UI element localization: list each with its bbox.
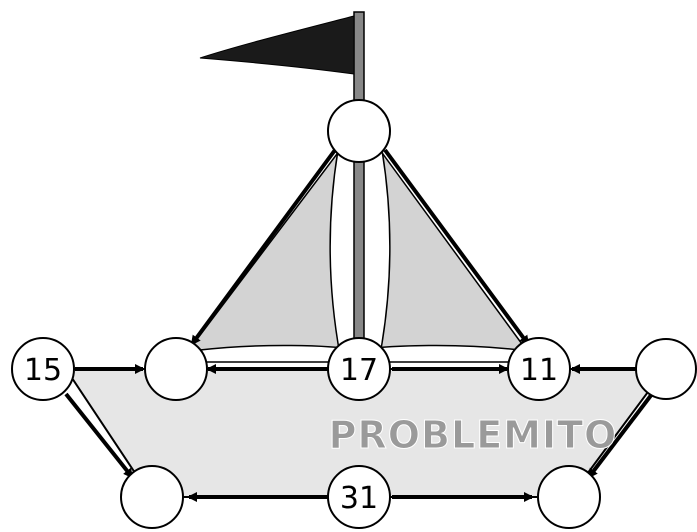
node-mid-center: 17 [327,337,391,401]
node-top [327,99,391,163]
arrow-top-to-mid-left [190,148,337,346]
node-far-right [635,338,697,400]
node-mid-center-label: 17 [340,353,378,388]
arrow-far-right-to-bottom-right [587,392,654,479]
node-bottom-left [120,465,184,529]
node-bottom-center-label: 31 [340,481,378,516]
right-sail [379,147,532,356]
node-mid-left [144,337,208,401]
watermark-text: PROBLEMITO [329,413,618,457]
node-bottom-center: 31 [327,465,391,529]
arrow-top-to-mid-right [383,148,530,346]
mast [353,11,365,358]
node-mid-right-label: 11 [520,353,558,388]
node-far-left-label: 15 [24,353,62,388]
node-bottom-right [537,465,601,529]
flag [199,15,355,75]
node-far-left: 15 [11,337,75,401]
node-mid-right: 11 [507,337,571,401]
arrow-far-left-to-bottom-left [64,392,134,479]
